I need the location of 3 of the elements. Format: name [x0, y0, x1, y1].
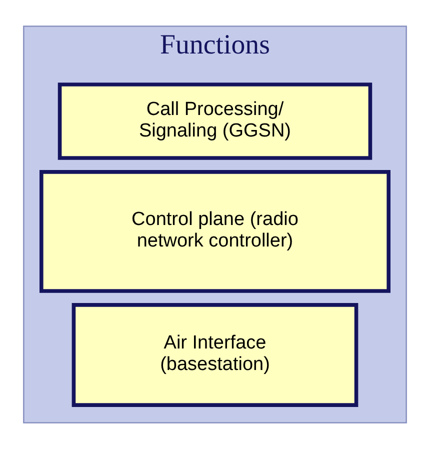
node-box: Control plane (radio network controller) — [40, 170, 390, 293]
node-box: Air Interface (basestation) — [72, 303, 358, 407]
node-box: Call Processing/ Signaling (GGSN) — [58, 82, 372, 160]
